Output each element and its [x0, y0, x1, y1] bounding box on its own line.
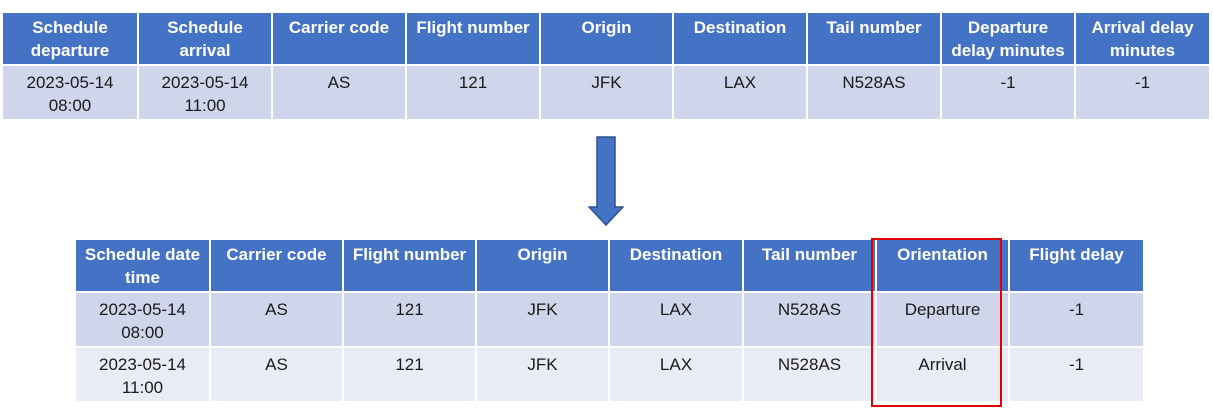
cell-flight-number: 121 — [344, 348, 475, 401]
header-flight-number: Flight number — [344, 240, 475, 291]
cell-carrier-code: AS — [211, 348, 342, 401]
cell-arrival-delay: -1 — [1076, 66, 1209, 119]
cell-orientation: Departure — [877, 293, 1008, 346]
header-origin: Origin — [477, 240, 608, 291]
cell-destination: LAX — [610, 293, 742, 346]
cell-schedule-date-time: 2023-05-14 08:00 — [76, 293, 209, 346]
cell-origin: JFK — [541, 66, 672, 119]
cell-tail-number: N528AS — [744, 293, 875, 346]
cell-schedule-date-time: 2023-05-14 11:00 — [76, 348, 209, 401]
cell-destination: LAX — [674, 66, 806, 119]
header-tail-number: Tail number — [808, 13, 940, 64]
header-departure-delay-minutes: Departure delay minutes — [942, 13, 1074, 64]
header-row: Schedule departure Schedule arrival Carr… — [3, 13, 1209, 64]
wide-format-table: Schedule departure Schedule arrival Carr… — [1, 11, 1211, 121]
table-row: 2023-05-14 08:00 2023-05-14 11:00 AS 121… — [3, 66, 1209, 119]
cell-origin: JFK — [477, 293, 608, 346]
header-tail-number: Tail number — [744, 240, 875, 291]
cell-flight-number: 121 — [407, 66, 539, 119]
header-orientation: Orientation — [877, 240, 1008, 291]
cell-carrier-code: AS — [273, 66, 405, 119]
header-carrier-code: Carrier code — [273, 13, 405, 64]
orientation-highlight-box — [871, 238, 1002, 407]
header-flight-delay: Flight delay — [1010, 240, 1143, 291]
cell-carrier-code: AS — [211, 293, 342, 346]
header-destination: Destination — [674, 13, 806, 64]
cell-flight-delay: -1 — [1010, 293, 1143, 346]
cell-schedule-departure: 2023-05-14 08:00 — [3, 66, 137, 119]
header-schedule-date-time: Schedule date time — [76, 240, 209, 291]
header-schedule-arrival: Schedule arrival — [139, 13, 271, 64]
cell-flight-delay: -1 — [1010, 348, 1143, 401]
arrow-down-icon — [588, 136, 624, 227]
cell-flight-number: 121 — [344, 293, 475, 346]
header-row: Schedule date time Carrier code Flight n… — [76, 240, 1143, 291]
cell-origin: JFK — [477, 348, 608, 401]
header-schedule-departure: Schedule departure — [3, 13, 137, 64]
cell-departure-delay: -1 — [942, 66, 1074, 119]
cell-tail-number: N528AS — [744, 348, 875, 401]
header-carrier-code: Carrier code — [211, 240, 342, 291]
header-arrival-delay-minutes: Arrival delay minutes — [1076, 13, 1209, 64]
cell-orientation: Arrival — [877, 348, 1008, 401]
header-destination: Destination — [610, 240, 742, 291]
cell-schedule-arrival: 2023-05-14 11:00 — [139, 66, 271, 119]
cell-tail-number: N528AS — [808, 66, 940, 119]
table-row: 2023-05-14 08:00 AS 121 JFK LAX N528AS D… — [76, 293, 1143, 346]
table-row: 2023-05-14 11:00 AS 121 JFK LAX N528AS A… — [76, 348, 1143, 401]
header-flight-number: Flight number — [407, 13, 539, 64]
header-origin: Origin — [541, 13, 672, 64]
cell-destination: LAX — [610, 348, 742, 401]
long-format-table: Schedule date time Carrier code Flight n… — [74, 238, 1145, 403]
